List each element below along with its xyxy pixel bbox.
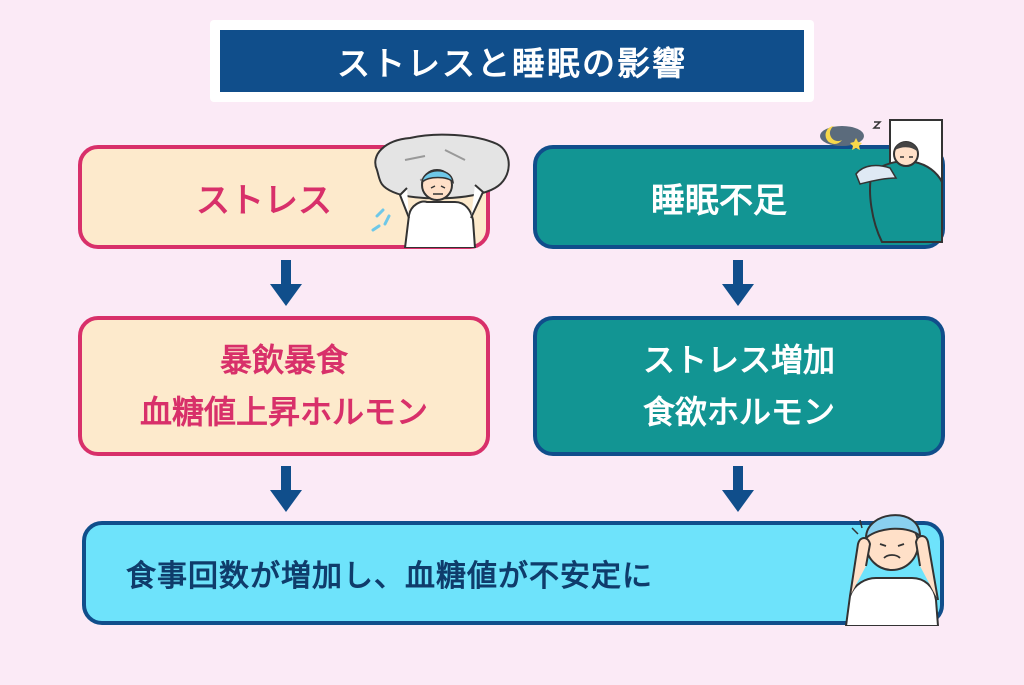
page-title: ストレスと睡眠の影響	[337, 44, 687, 83]
stress-increase-line-2: 食欲ホルモン	[642, 393, 835, 431]
worried-person-illustration	[844, 514, 940, 626]
stress-increase-box: ストレス増加 食欲ホルモン	[533, 316, 945, 456]
title-banner: ストレスと睡眠の影響	[220, 30, 804, 92]
down-arrow-icon	[270, 260, 302, 306]
down-arrow-icon	[722, 260, 754, 306]
overeating-line-2: 血糖値上昇ホルモン	[139, 393, 428, 431]
stress-increase-line-1: ストレス増加	[642, 341, 835, 379]
stressed-person-lifting-rock-illustration	[371, 133, 510, 248]
stress-label: ストレス	[196, 180, 332, 221]
down-arrow-icon	[270, 466, 302, 512]
overeating-box: 暴飲暴食 血糖値上昇ホルモン	[78, 316, 490, 456]
result-box: 食事回数が増加し、血糖値が不安定に	[82, 521, 944, 625]
overeating-line-1: 暴飲暴食	[219, 341, 348, 379]
sleep-deprivation-label: 睡眠不足	[651, 180, 787, 221]
sleeping-person-illustration	[820, 119, 943, 243]
result-label: 食事回数が増加し、血糖値が不安定に	[126, 559, 653, 594]
down-arrow-icon	[722, 466, 754, 512]
